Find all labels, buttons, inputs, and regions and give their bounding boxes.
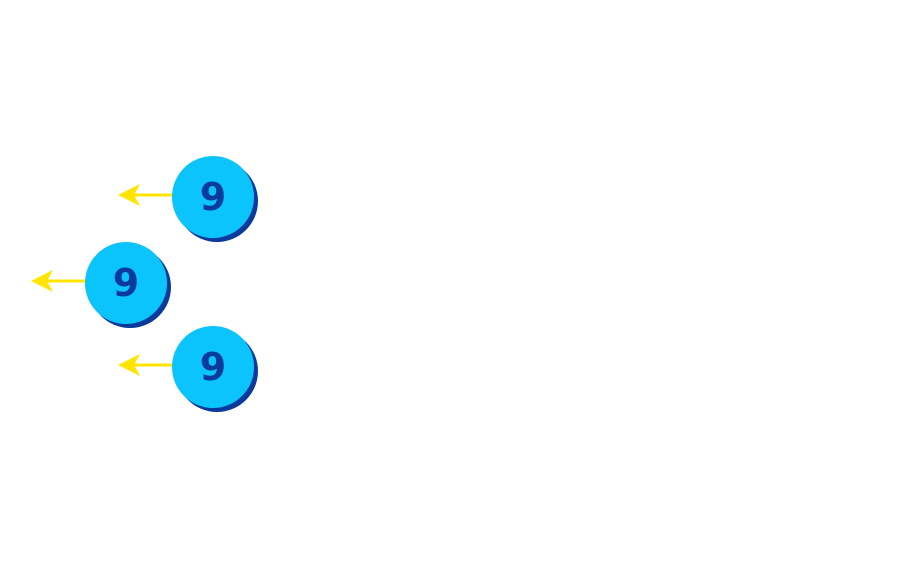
number-label: 9 bbox=[199, 345, 227, 389]
number-ball: 9 bbox=[172, 156, 254, 238]
arrow-left-icon bbox=[31, 270, 89, 292]
number-token-3: 9 bbox=[118, 326, 254, 408]
number-label: 9 bbox=[199, 175, 227, 219]
arrow-left-icon bbox=[118, 354, 176, 376]
number-token-2: 9 bbox=[31, 242, 167, 324]
number-token-1: 9 bbox=[118, 156, 254, 238]
number-label: 9 bbox=[112, 261, 140, 305]
number-ball: 9 bbox=[172, 326, 254, 408]
arrow-left-icon bbox=[118, 184, 176, 206]
number-ball: 9 bbox=[85, 242, 167, 324]
